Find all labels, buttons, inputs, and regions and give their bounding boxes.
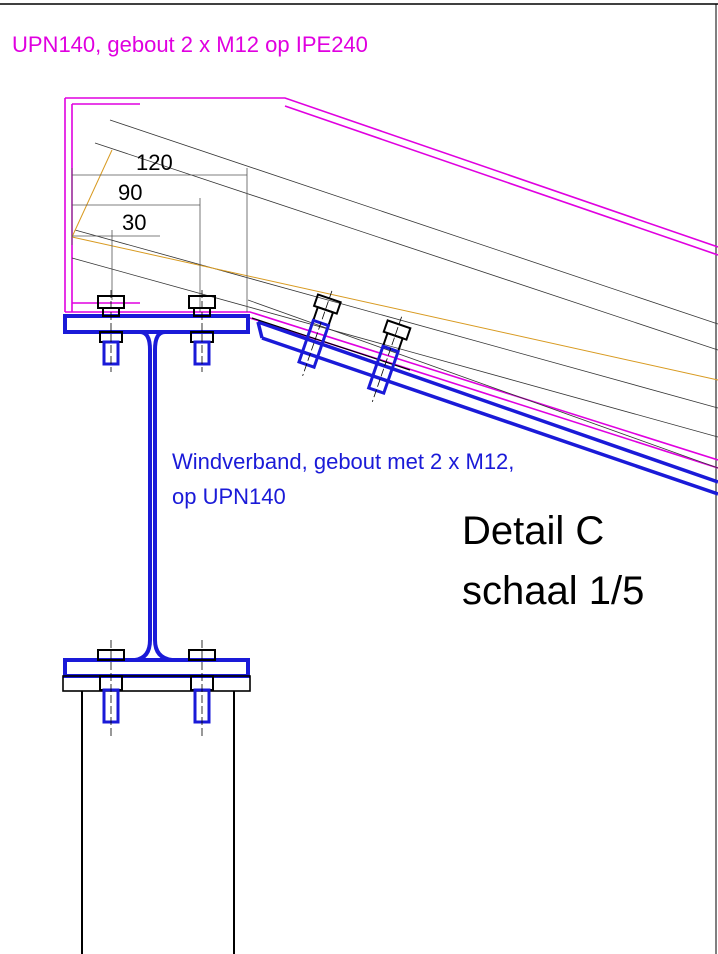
bolt-incline-right xyxy=(366,316,412,403)
bolt-bottom-left xyxy=(97,640,125,738)
base-plate xyxy=(62,675,251,692)
bolt-top-right xyxy=(188,290,216,372)
dimension-30: 30 xyxy=(122,210,146,235)
windverband-note-line2: op UPN140 xyxy=(172,484,286,509)
upn140-note: UPN140, gebout 2 x M12 op IPE240 xyxy=(12,32,368,57)
dimension-120: 120 xyxy=(136,150,173,175)
windverband-note-line1: Windverband, gebout met 2 x M12, xyxy=(172,449,514,474)
bolt-top-left xyxy=(97,290,125,372)
bolt-bottom-right xyxy=(188,640,216,738)
detail-title: Detail C xyxy=(462,509,604,553)
ipe240-profile xyxy=(63,314,250,678)
bolt-incline-left xyxy=(297,290,342,377)
dimension-90: 90 xyxy=(118,180,142,205)
lower-column xyxy=(81,691,235,954)
roof-lines xyxy=(71,119,718,469)
wind-bracing xyxy=(256,320,718,496)
center-line xyxy=(71,236,718,381)
wind-bracing-plate xyxy=(251,317,411,371)
detail-scale: schaal 1/5 xyxy=(462,569,644,613)
dimension-lines xyxy=(71,168,248,312)
center-line-diag xyxy=(71,149,113,238)
